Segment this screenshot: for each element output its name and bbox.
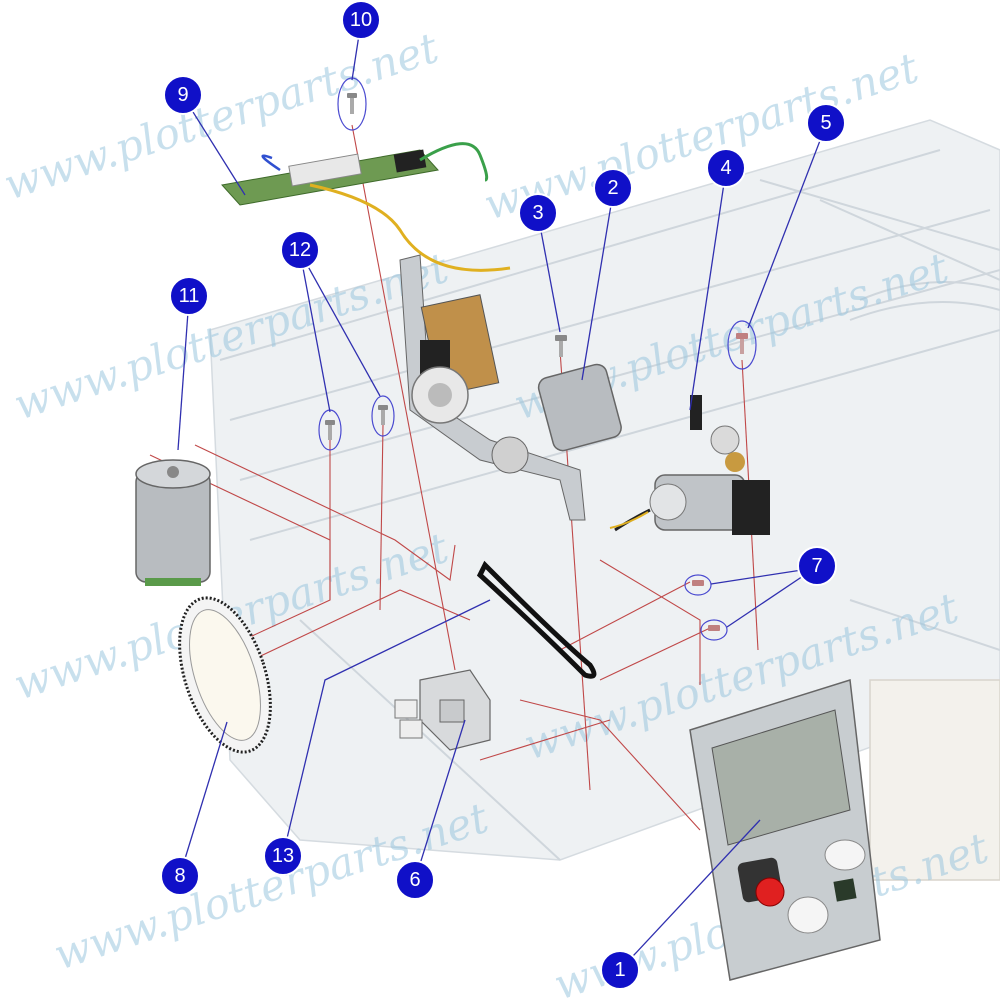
- part-6-sensor-module: [394, 669, 491, 751]
- callout-6-label: 6: [409, 869, 420, 891]
- leader-lines: [177, 21, 827, 971]
- printer-chassis-background: [209, 119, 1000, 881]
- part-5-screw: [727, 320, 757, 370]
- watermark-text: www.plotterparts.net: [0, 23, 444, 210]
- part-2-motor-bracket-assembly: [399, 254, 622, 521]
- callout-13: 13: [263, 836, 303, 876]
- part-12-screws: [318, 395, 395, 451]
- callout-5-label: 5: [820, 112, 831, 134]
- part-3-screw: [555, 335, 567, 357]
- callout-5: 5: [806, 103, 846, 143]
- callout-3: 3: [518, 193, 558, 233]
- callout-1: 1: [600, 950, 640, 990]
- callout-7-label: 7: [811, 555, 822, 577]
- callout-8-label: 8: [174, 865, 185, 887]
- callout-2: 2: [593, 168, 633, 208]
- part-7-screws: [684, 574, 728, 641]
- part-11-motor: [135, 459, 211, 586]
- callout-4-label: 4: [720, 157, 731, 179]
- part-1-control-panel: [689, 679, 881, 981]
- callout-4: 4: [706, 148, 746, 188]
- callout-3-label: 3: [532, 202, 543, 224]
- callout-9: 9: [163, 75, 203, 115]
- callout-11: 11: [169, 276, 209, 316]
- callout-2-label: 2: [607, 177, 618, 199]
- callout-1-label: 1: [614, 959, 625, 981]
- callout-7: 7: [797, 546, 837, 586]
- part-13-belt: [476, 560, 597, 679]
- callout-8: 8: [160, 856, 200, 896]
- part-4-gear-motor: [609, 395, 770, 535]
- callout-10: 10: [341, 0, 381, 40]
- callout-12-label: 12: [289, 239, 311, 261]
- callout-12: 12: [280, 230, 320, 270]
- callout-13-label: 13: [272, 845, 294, 867]
- callout-11-label: 11: [179, 285, 200, 307]
- callout-6: 6: [395, 860, 435, 900]
- callout-9-label: 9: [177, 84, 188, 106]
- part-8-encoder-disc: [178, 596, 272, 754]
- part-9-pcb-board: [221, 142, 511, 272]
- callout-10-label: 10: [350, 9, 372, 31]
